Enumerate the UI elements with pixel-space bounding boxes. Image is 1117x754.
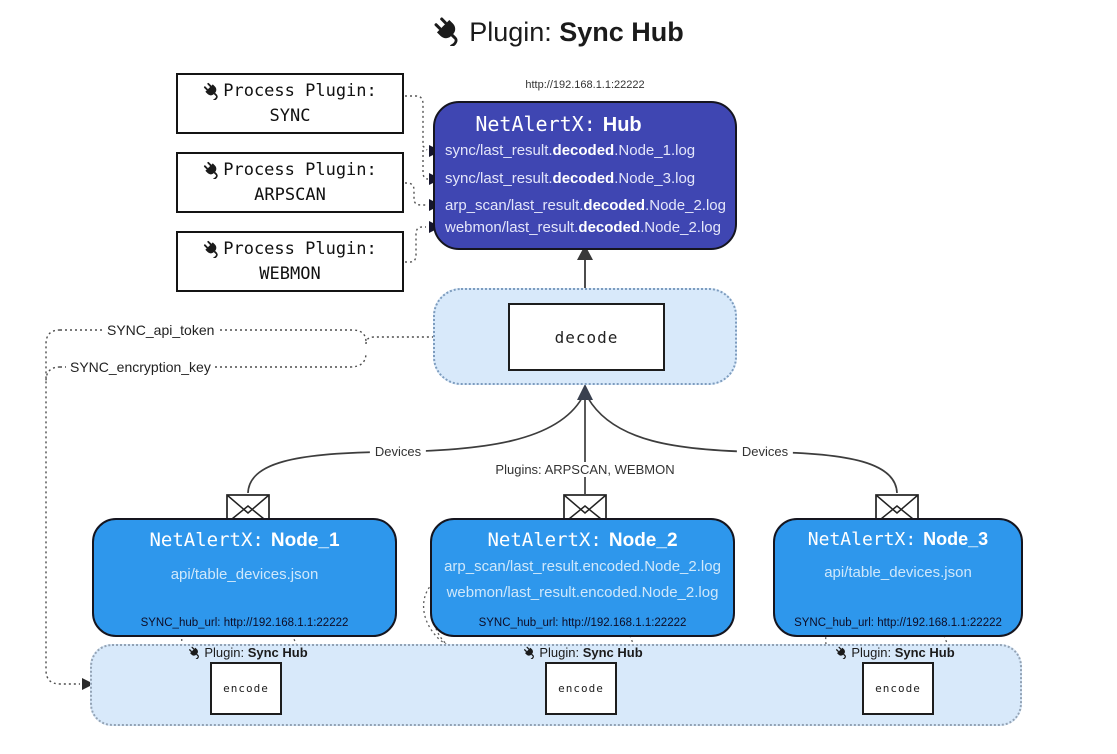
process-plugin-webmon-box: Process Plugin: WEBMON	[176, 231, 404, 292]
node1-title: NetAlertX:Node_1	[149, 529, 340, 551]
plug-icon	[203, 82, 221, 100]
process-plugin-name: ARPSCAN	[254, 184, 326, 205]
hub-file-line: arp_scan/last_result.decoded.Node_2.log	[445, 197, 726, 214]
plug-icon	[835, 646, 848, 659]
hub-url-label: http://192.168.1.1:22222	[525, 79, 645, 91]
plug-icon	[523, 646, 536, 659]
node3-title: NetAlertX:Node_3	[807, 529, 989, 550]
encode3-box: encode	[862, 662, 934, 715]
node3-hub-url: SYNC_hub_url: http://192.168.1.1:22222	[794, 617, 1002, 629]
hub-file-line: sync/last_result.decoded.Node_1.log	[445, 142, 696, 159]
encode1-box: encode	[210, 662, 282, 715]
plug-icon	[203, 161, 221, 179]
process-plugin-sync-box: Process Plugin: SYNC	[176, 73, 404, 134]
hub-title: NetAlertX: Hub	[0, 112, 1117, 137]
encode3-plugin-label: Plugin: Sync Hub	[835, 645, 955, 660]
plug-icon	[433, 16, 463, 46]
process-plugin-label: Process Plugin:	[223, 80, 377, 101]
hub-box	[433, 101, 737, 250]
devices-up-arrow-icon	[577, 384, 593, 400]
node-to-decode-lines	[247, 397, 898, 494]
sync-encryption-key-label: SYNC_encryption_key	[66, 359, 215, 375]
devices-left-label: Devices	[369, 444, 427, 459]
decode-box: decode	[508, 303, 665, 371]
encode2-box: encode	[545, 662, 617, 715]
node2-file: arp_scan/last_result.encoded.Node_2.log	[444, 558, 721, 575]
page-title: Plugin: Sync Hub	[0, 16, 1117, 48]
hub-title-name: Hub	[602, 114, 642, 136]
process-plugin-name: WEBMON	[259, 263, 321, 284]
process-plugin-label: Process Plugin:	[223, 238, 377, 259]
plug-icon	[203, 240, 221, 258]
process-plugin-name: SYNC	[269, 105, 311, 126]
hub-file-line: webmon/last_result.decoded.Node_2.log	[445, 219, 721, 236]
hub-title-prefix: NetAlertX:	[475, 112, 596, 136]
encode2-plugin-label: Plugin: Sync Hub	[523, 645, 643, 660]
node1-box: NetAlertX:Node_1 api/table_devices.json …	[92, 518, 397, 637]
node2-hub-url: SYNC_hub_url: http://192.168.1.1:22222	[478, 617, 687, 629]
node2-file: webmon/last_result.encoded.Node_2.log	[446, 584, 719, 601]
process-plugin-label: Process Plugin:	[223, 159, 377, 180]
node2-title: NetAlertX:Node_2	[487, 529, 678, 551]
hub-file-line: sync/last_result.decoded.Node_3.log	[445, 170, 696, 187]
process-plugin-arpscan-box: Process Plugin: ARPSCAN	[176, 152, 404, 213]
node3-box: NetAlertX:Node_3 api/table_devices.json …	[773, 518, 1023, 637]
node3-file: api/table_devices.json	[824, 564, 972, 581]
node1-hub-url: SYNC_hub_url: http://192.168.1.1:22222	[140, 617, 349, 629]
node2-box: NetAlertX:Node_2 arp_scan/last_result.en…	[430, 518, 735, 637]
encode1-plugin-label: Plugin: Sync Hub	[188, 645, 308, 660]
devices-right-label: Devices	[736, 444, 794, 459]
title-prefix: Plugin:	[469, 17, 552, 47]
sync-api-token-label: SYNC_api_token	[103, 322, 219, 338]
plug-icon	[188, 646, 201, 659]
plugins-middle-label: Plugins: ARPSCAN, WEBMON	[490, 462, 680, 477]
title-bold: Sync Hub	[559, 17, 684, 47]
node1-file: api/table_devices.json	[170, 566, 319, 583]
